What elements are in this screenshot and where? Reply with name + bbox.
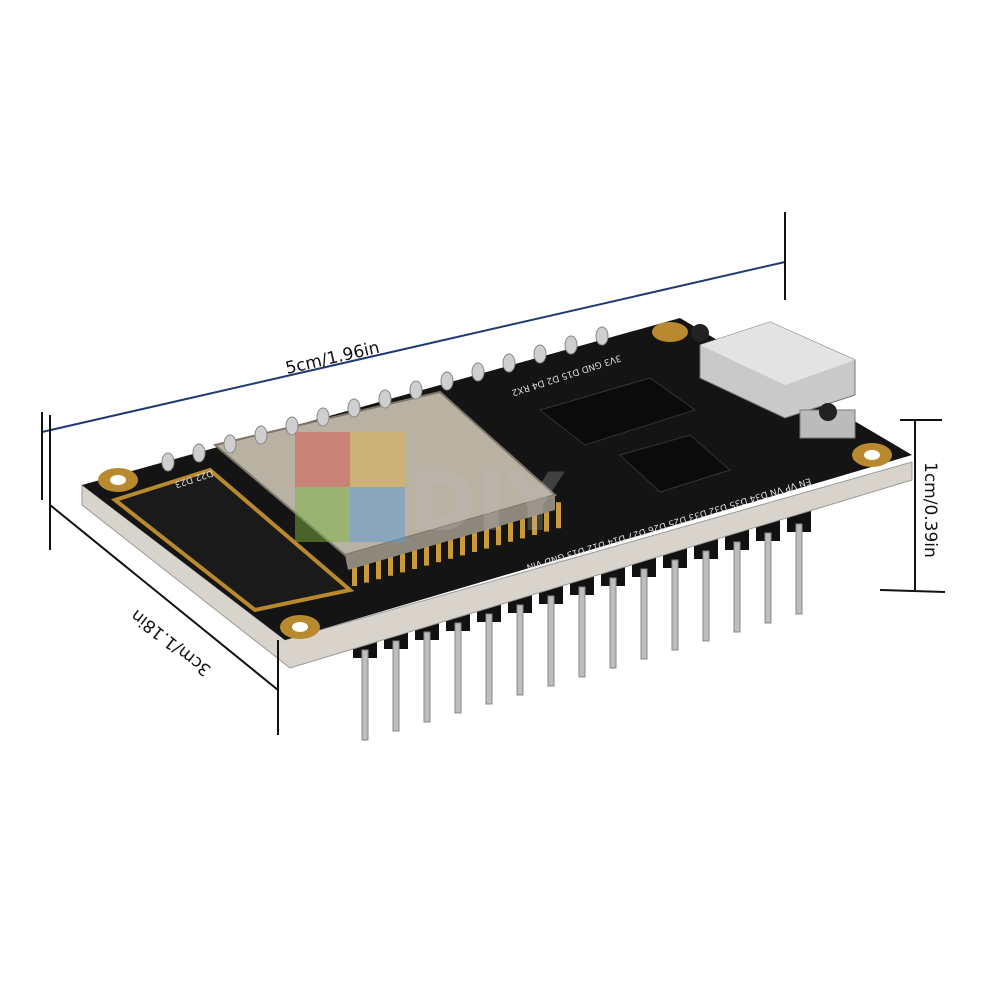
castellated-pad	[376, 553, 381, 580]
castellated-pad	[472, 526, 477, 552]
castellated-pad	[484, 522, 489, 549]
header-pin	[733, 541, 741, 633]
reset-button	[799, 403, 856, 439]
back-header-pins	[161, 326, 609, 472]
solder-joint	[502, 353, 516, 373]
header-pin	[764, 532, 772, 624]
header-pin	[640, 568, 648, 660]
solder-joint	[471, 362, 485, 382]
antenna-pcb	[110, 467, 355, 613]
solder-joint	[285, 416, 299, 436]
header-pin	[702, 550, 710, 642]
castellated-pad	[460, 529, 465, 556]
solder-joint	[161, 452, 175, 472]
castellated-pad	[508, 515, 513, 542]
castellated-pad	[400, 546, 405, 573]
solder-joint	[316, 407, 330, 427]
header-pin	[361, 649, 369, 741]
header-pin	[795, 523, 803, 615]
mounting-holes	[98, 322, 892, 639]
castellated-pad	[532, 509, 537, 535]
solder-joint	[533, 344, 547, 364]
header-pin	[578, 586, 586, 678]
solder-joint	[347, 398, 361, 418]
castellated-pad	[352, 560, 357, 586]
watermark-logo: DIY	[295, 432, 565, 549]
solder-joint	[192, 443, 206, 463]
header-pin	[454, 622, 462, 714]
boot-button	[691, 324, 709, 342]
svg-text:DIY: DIY	[410, 456, 565, 549]
solder-joint	[254, 425, 268, 445]
castellated-pad	[556, 502, 561, 529]
solder-joint	[595, 326, 609, 346]
castellated-pad	[436, 536, 441, 563]
usb-serial-chip	[538, 377, 697, 446]
castellated-pad	[412, 543, 417, 569]
solder-joint	[223, 434, 237, 454]
castellated-pad	[424, 539, 429, 566]
usb-c-connector	[699, 321, 856, 419]
castellated-pad	[544, 505, 549, 532]
length-label: 5cm/1.96in	[284, 338, 382, 379]
module-castellations	[352, 502, 561, 586]
width-label: 3cm/1.18in	[127, 605, 215, 680]
castellated-pad	[364, 556, 369, 583]
header-pin	[547, 595, 555, 687]
header-pin	[671, 559, 679, 651]
header-pin	[485, 613, 493, 705]
solder-joint	[564, 335, 578, 355]
regulator-chip	[619, 434, 731, 493]
solder-joint	[378, 389, 392, 409]
header-pin	[609, 577, 617, 669]
solder-joint	[440, 371, 454, 391]
header-pin	[392, 640, 400, 732]
castellated-pad	[496, 519, 501, 546]
header-pin	[423, 631, 431, 723]
header-pin	[516, 604, 524, 696]
castellated-pad	[448, 532, 453, 559]
castellated-pad	[388, 549, 393, 576]
solder-joint	[409, 380, 423, 400]
castellated-pad	[520, 512, 525, 539]
height-label: 1cm/0.39in	[920, 462, 940, 558]
height-dimension: 1cm/0.39in	[879, 419, 946, 593]
